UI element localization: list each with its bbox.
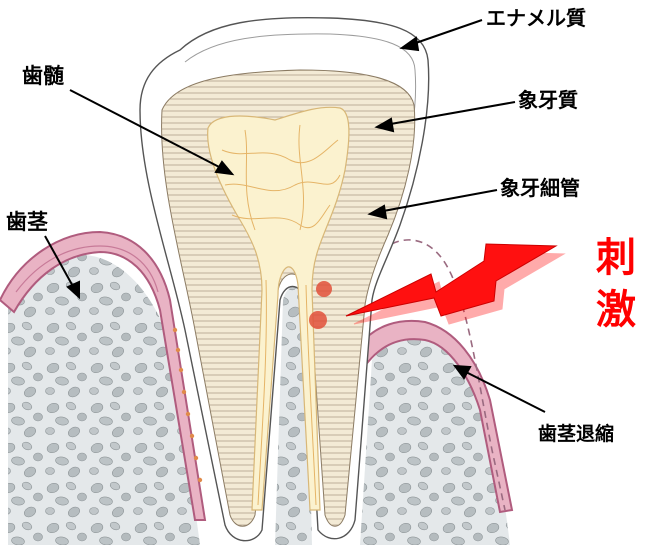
label-stimulus-char-2: 激 [596, 290, 636, 330]
label-dentin: 象牙質 [518, 90, 578, 110]
label-gum-recession: 歯茎退縮 [538, 425, 614, 444]
bone-left [8, 255, 200, 545]
odontoblast-spot-1 [316, 281, 332, 297]
label-gum: 歯茎 [6, 212, 48, 233]
label-enamel: エナメル質 [486, 8, 586, 28]
label-dentinal-tubule: 象牙細管 [500, 178, 580, 198]
label-pulp: 歯髄 [22, 66, 64, 87]
label-stimulus-char-1: 刺 [596, 238, 636, 278]
odontoblast-spot-2 [309, 311, 327, 329]
